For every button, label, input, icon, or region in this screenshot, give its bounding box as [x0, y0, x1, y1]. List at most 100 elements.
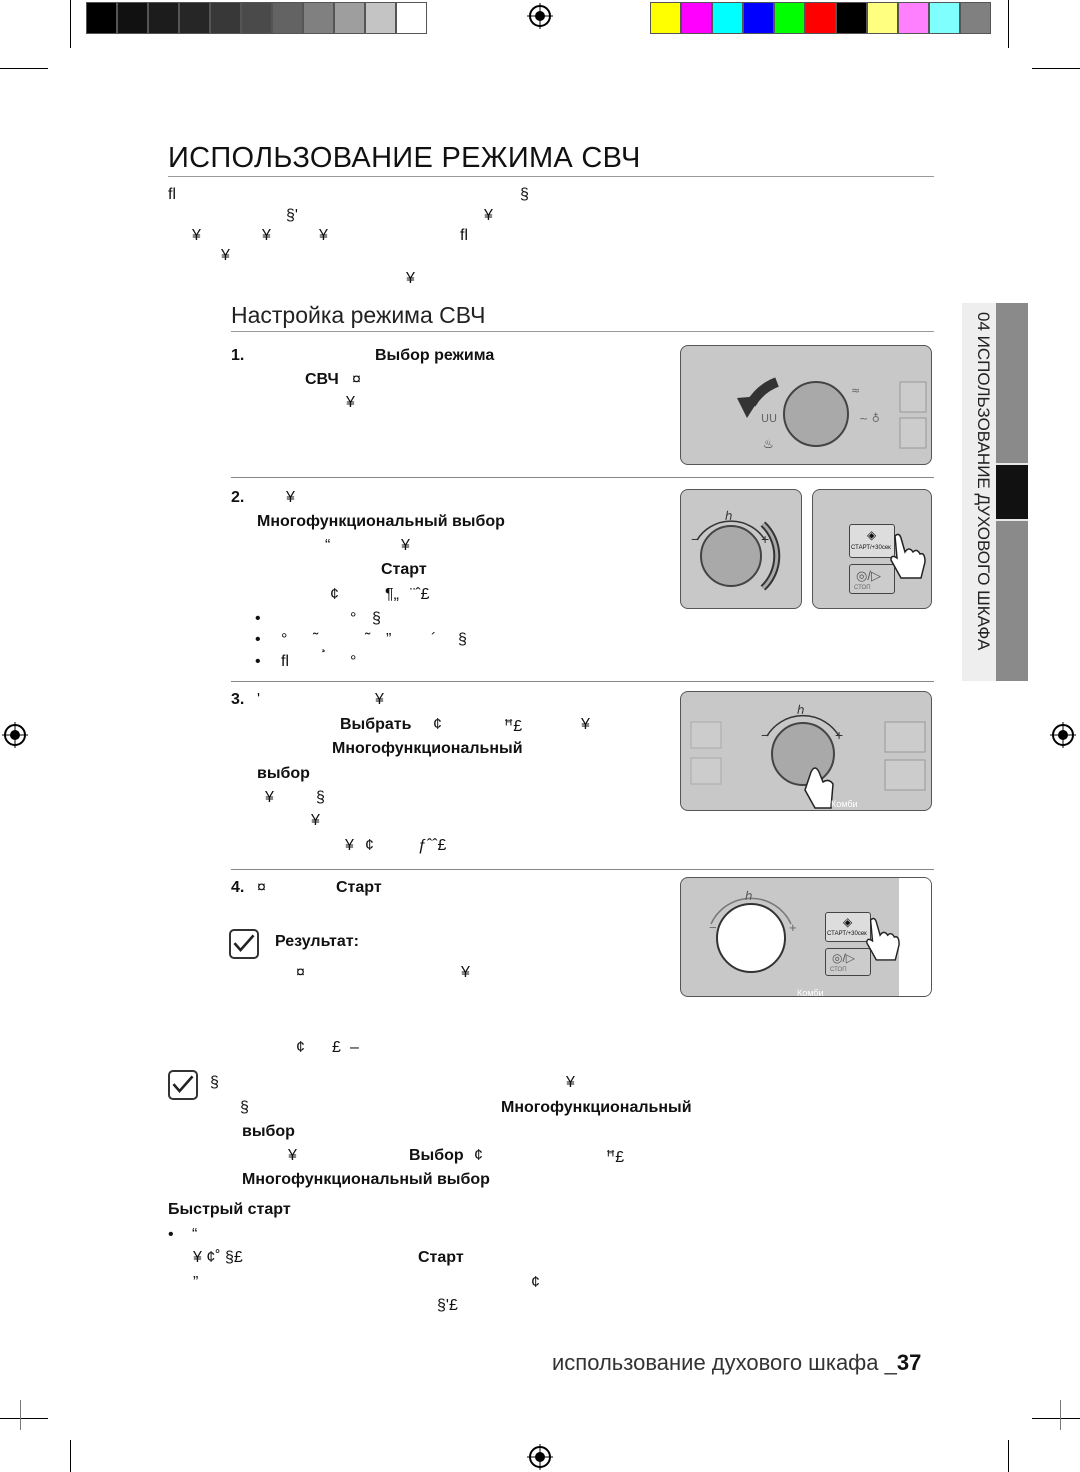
svg-text:−: − — [709, 920, 717, 935]
step-2-bold-2: Старт — [381, 561, 427, 578]
color-swatch — [712, 2, 743, 34]
svg-text:−: − — [761, 727, 769, 743]
gray-swatch — [272, 2, 303, 34]
step-4-bold-1: Старт — [336, 879, 382, 896]
step-3-glyph: ƒˆˆ£ — [418, 837, 447, 854]
quick-start-glyph: §'£ — [437, 1297, 458, 1314]
stop-button[interactable]: ◎/▷ СТОП — [849, 564, 895, 594]
quick-start-glyph: ¢ — [531, 1274, 540, 1291]
crop-mark — [70, 0, 71, 48]
crop-mark — [1032, 68, 1080, 69]
color-swatch — [774, 2, 805, 34]
intro-glyph: ¥ — [406, 270, 415, 287]
step-4-glyph: ¢ — [296, 1039, 305, 1056]
step-2-glyph: ¨ˆ£ — [410, 586, 430, 603]
gray-swatch — [86, 2, 117, 34]
bullet: • — [255, 631, 261, 648]
intro-glyph: § — [520, 186, 529, 203]
step-3-glyph: ' — [257, 691, 261, 708]
registration-mark-icon — [527, 1444, 553, 1470]
step-2-bullet-glyph: ” — [386, 631, 392, 648]
crop-mark — [20, 1400, 21, 1430]
step-1-bold-2: СВЧ — [305, 371, 339, 388]
gray-swatch — [365, 2, 396, 34]
bullet: • — [255, 610, 261, 627]
step-1-bold-1: Выбор режима — [375, 347, 495, 364]
step-3-glyph: ¢ — [365, 837, 374, 854]
title-divider — [168, 176, 934, 177]
mode-dial-illustration: UU ♨ ≈ ~ ♁ — [737, 377, 927, 451]
gray-swatch — [210, 2, 241, 34]
color-swatch — [960, 2, 991, 34]
stop-button[interactable]: ◎/▷ СТОП — [825, 948, 871, 976]
start-button[interactable]: ◈ СТАРТ/+30сек — [825, 912, 871, 942]
svg-text:+: + — [761, 531, 769, 547]
hand-pointer-icon — [890, 533, 926, 579]
step-2-bullet-glyph: ﬂ — [281, 653, 289, 670]
footer-text: использование духового шкафа _ — [552, 1350, 897, 1375]
note-glyph: ¢ — [474, 1147, 483, 1164]
svg-text:~ ♁: ~ ♁ — [859, 412, 880, 425]
step-3-glyph: ꟸ£ — [504, 718, 523, 735]
section-subtitle: Настройка режима СВЧ — [231, 302, 486, 328]
bullet: • — [255, 653, 261, 670]
subtitle-divider — [231, 331, 934, 332]
note-check-icon — [168, 1070, 198, 1100]
intro-glyph: ¥ — [484, 207, 493, 224]
color-swatch — [805, 2, 836, 34]
gray-swatch — [303, 2, 334, 34]
step-3-glyph: ¥ — [375, 691, 384, 708]
gray-swatch — [241, 2, 272, 34]
page-number: 37 — [896, 1350, 922, 1375]
step-2-bold-1: Многофункциональный выбор — [257, 513, 505, 530]
registration-mark-icon — [1050, 722, 1076, 748]
registration-mark-icon — [2, 722, 28, 748]
gray-swatch — [179, 2, 210, 34]
intro-glyph: ¥ — [192, 227, 201, 244]
step-3-glyph: ¥ — [345, 837, 354, 854]
note-bold-1: Многофункциональный — [501, 1099, 692, 1116]
crop-mark — [1032, 1418, 1080, 1419]
note-bold-4: Многофункциональный выбор — [242, 1171, 490, 1188]
note-glyph: ¥ — [566, 1074, 575, 1091]
step-4-glyph: ¤ — [296, 964, 305, 981]
step-2-bullet-glyph: ˜ — [365, 631, 371, 648]
time-set-panel: − + ℎ Комби — [680, 691, 932, 811]
step-divider — [231, 477, 934, 478]
gray-swatch — [334, 2, 365, 34]
svg-text:−: − — [691, 531, 699, 547]
svg-text:ℎ: ℎ — [745, 889, 753, 903]
side-tab-label-bg — [962, 303, 996, 681]
hand-pointer-icon — [866, 917, 900, 961]
multi-select-knob-illustration: − + ℎ — [691, 509, 781, 591]
svg-text:UU: UU — [761, 412, 777, 425]
step-2-bullet-glyph: ¸ — [321, 636, 327, 653]
page-footer: использование духового шкафа _37 — [552, 1350, 921, 1376]
mode-selector-panel: UU ♨ ≈ ~ ♁ — [680, 345, 932, 465]
intro-glyph: ¥ — [221, 247, 230, 264]
step-3-bold-3: выбор — [257, 765, 310, 782]
start-button[interactable]: ◈ СТАРТ/+30сек — [849, 524, 895, 558]
step-3-glyph: § — [316, 789, 325, 806]
crop-mark — [0, 68, 48, 69]
note-glyph: § — [210, 1074, 219, 1091]
note-glyph: ¥ — [288, 1147, 297, 1164]
step-2-bullet-glyph: ˜ — [313, 631, 319, 648]
note-glyph: ꟸ£ — [606, 1149, 625, 1166]
step-4-glyph: ¥ — [461, 964, 470, 981]
color-swatch — [681, 2, 712, 34]
step-2-bullet-glyph: § — [372, 610, 381, 627]
svg-text:♨: ♨ — [763, 437, 774, 451]
step-2-number: 2. — [231, 489, 245, 506]
start-press-illustration: − + ℎ — [709, 878, 931, 996]
svg-text:ℎ: ℎ — [797, 703, 805, 717]
note-bold-3: Выбор — [409, 1147, 464, 1164]
step-3-number: 3. — [231, 691, 245, 708]
step-2-glyph: ¶„ — [385, 586, 399, 603]
step-2-glyph: ¢ — [330, 586, 339, 603]
step-2-glyph: ¥ — [286, 489, 295, 506]
step-2-bullet-glyph: ° — [350, 653, 357, 670]
step-2-glyph: “ — [325, 537, 331, 554]
step-2-bullet-glyph: § — [458, 631, 467, 648]
step-1-number: 1. — [231, 347, 245, 364]
